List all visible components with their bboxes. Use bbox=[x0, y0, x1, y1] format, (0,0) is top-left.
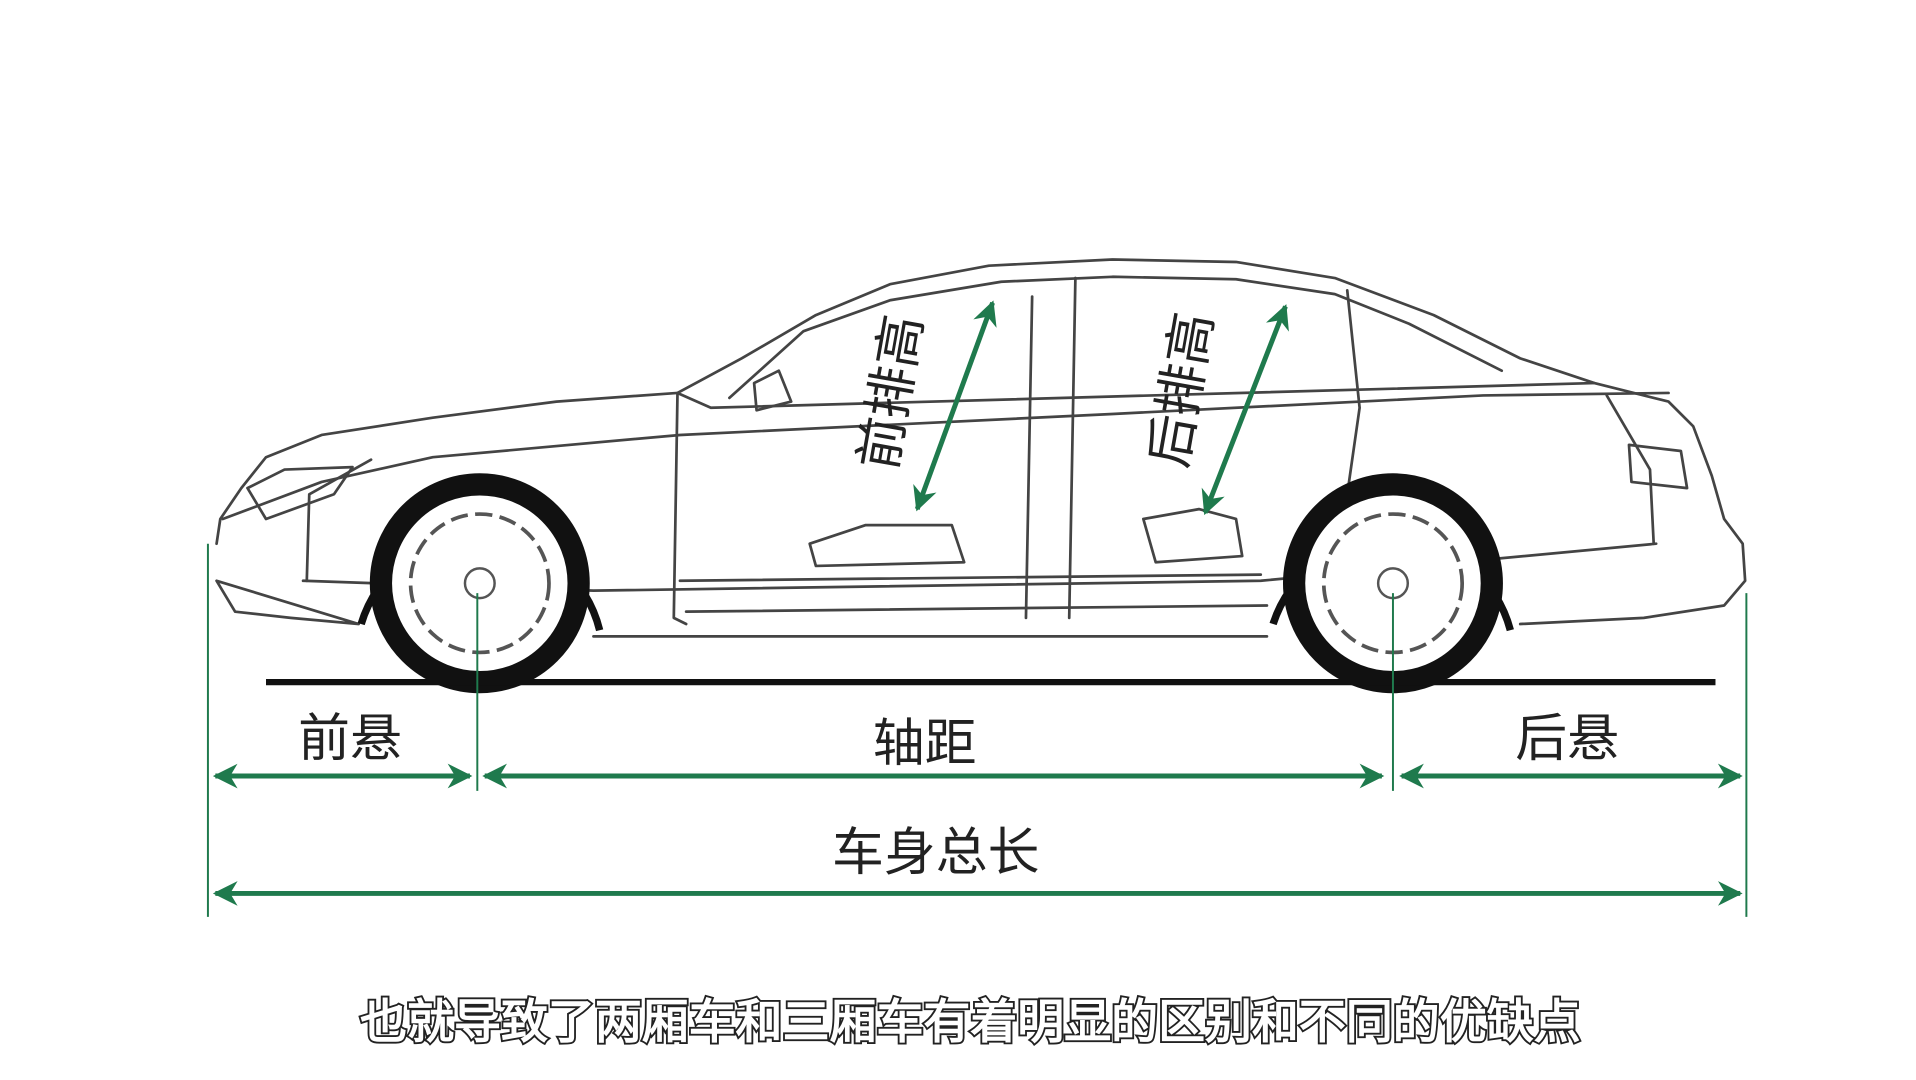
wheelbase-label: 轴距 bbox=[873, 714, 977, 774]
front-row-height-label: 前排高 bbox=[849, 311, 935, 475]
front-row-height-arrow bbox=[913, 300, 997, 512]
front-wheel bbox=[357, 473, 604, 694]
video-subtitle: 也就导致了两厢车和三厢车有着明显的区别和不同的优缺点 bbox=[360, 995, 1580, 1050]
front-overhang-label: 前悬 bbox=[298, 709, 402, 769]
rear-wheel bbox=[1269, 473, 1514, 694]
extension-lines bbox=[206, 543, 1748, 917]
rear-row-height-label: 后排高 bbox=[1139, 308, 1225, 472]
rear-row-height-arrow bbox=[1201, 304, 1289, 516]
rear-overhang-label: 后悬 bbox=[1515, 709, 1619, 769]
overall-length-label: 车身总长 bbox=[832, 823, 1040, 883]
